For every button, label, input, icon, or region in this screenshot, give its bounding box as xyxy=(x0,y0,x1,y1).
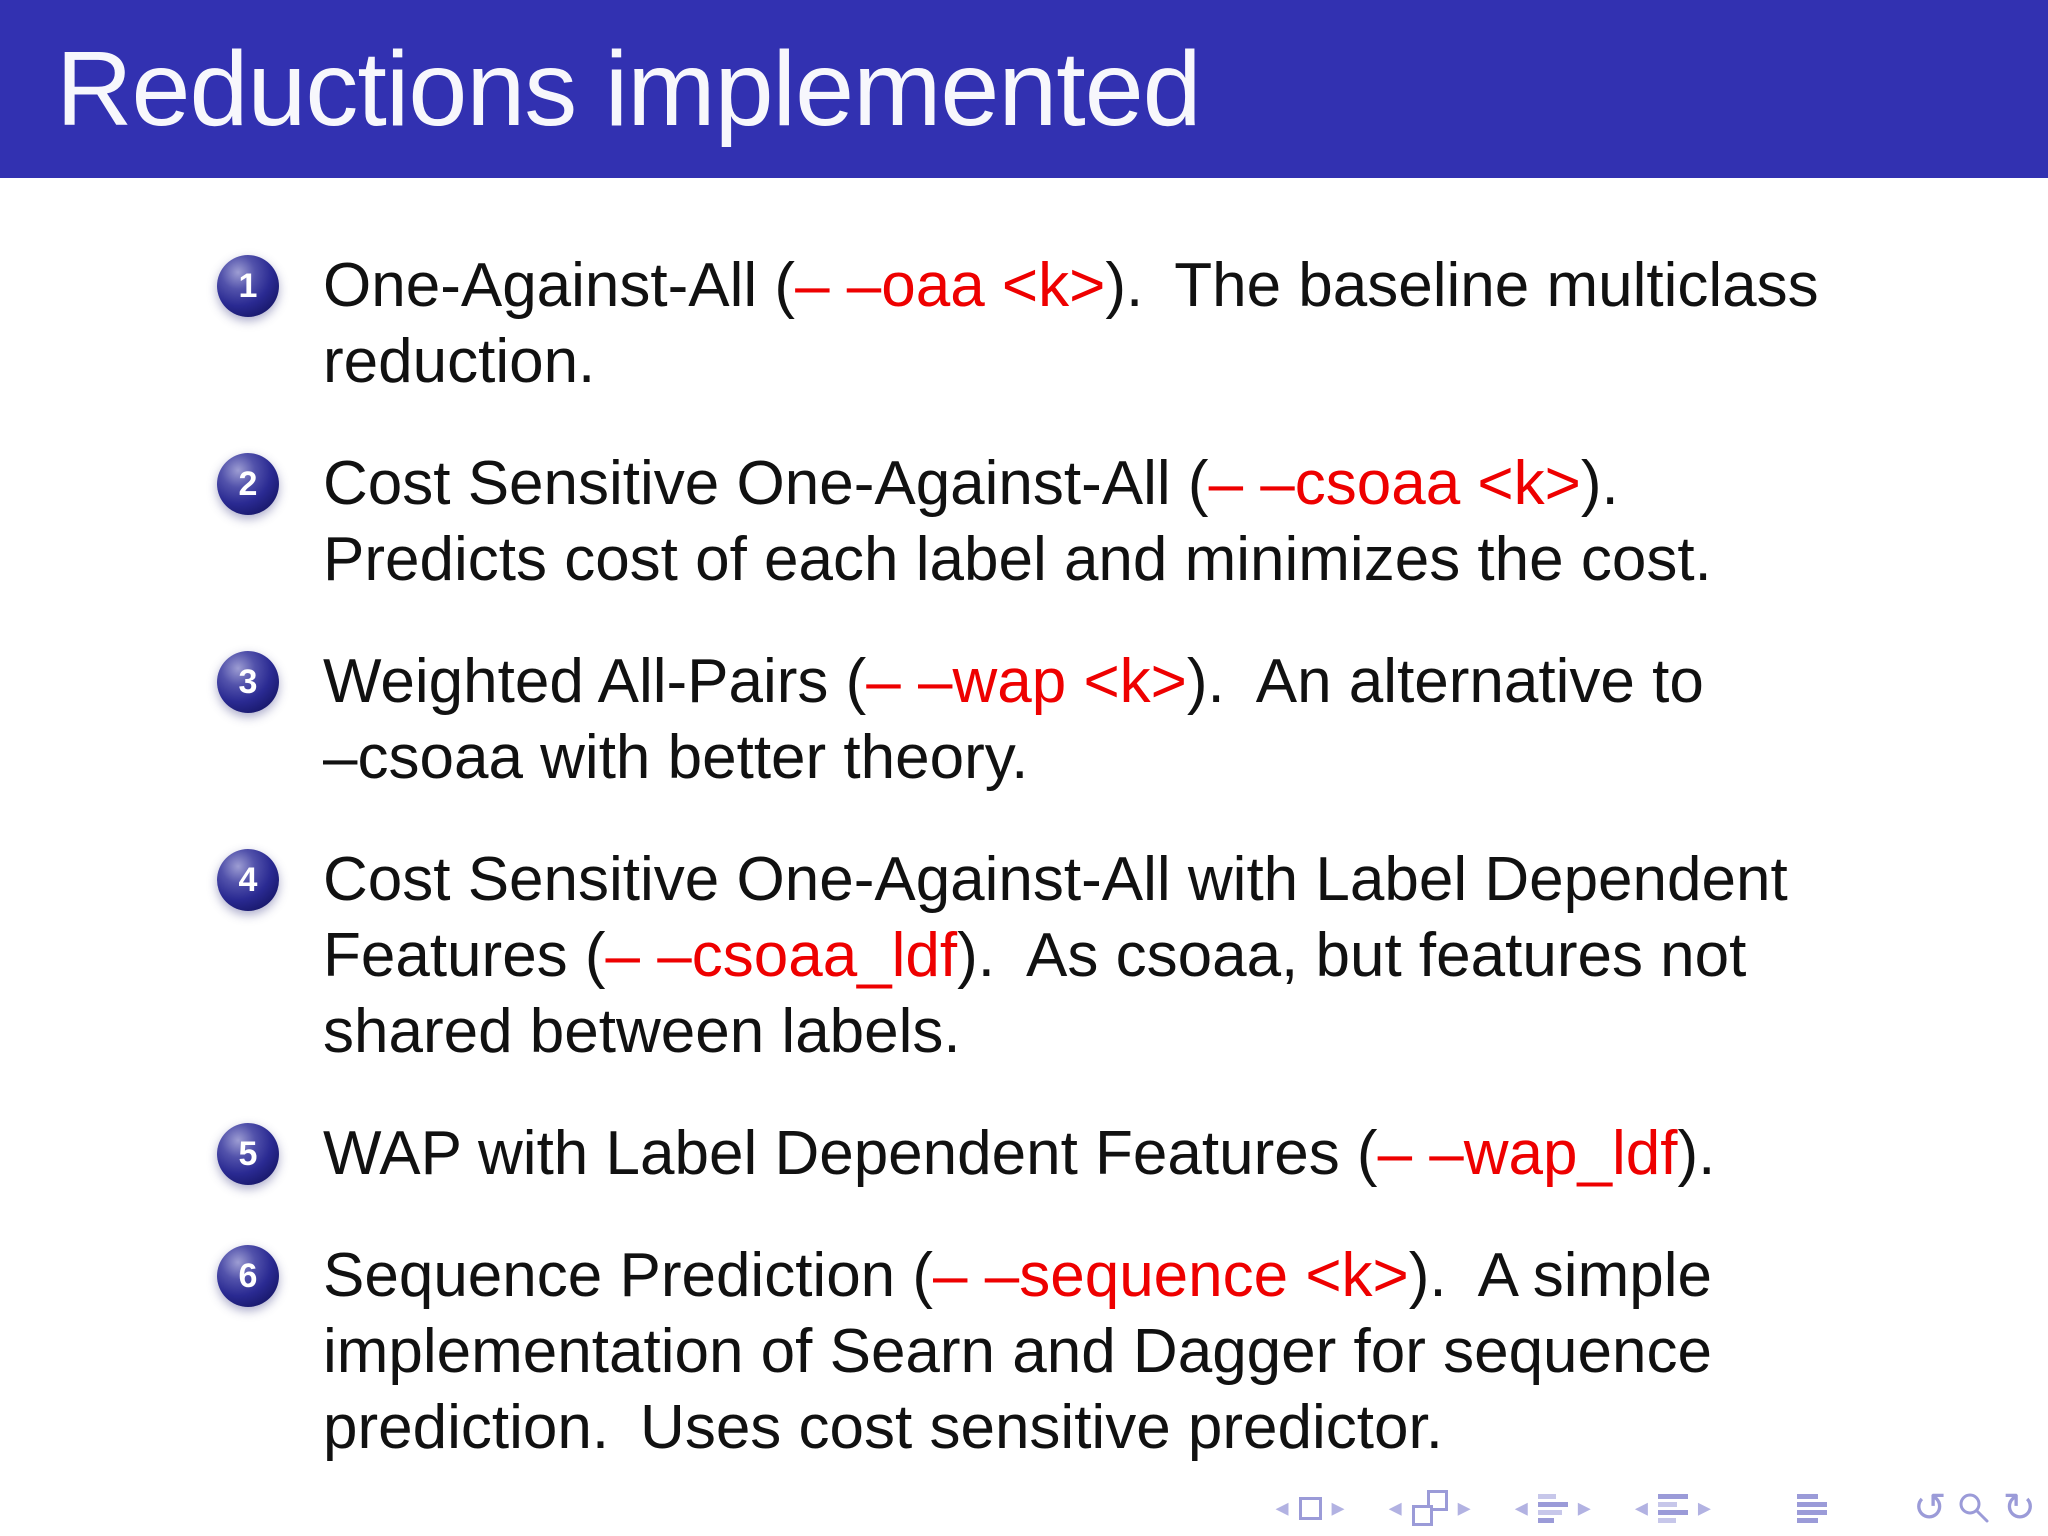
text-line: Sequence Prediction (– –sequence <k>). A… xyxy=(323,1238,1712,1314)
text-line: Weighted All-Pairs (– –wap <k>). An alte… xyxy=(323,644,1704,720)
body-text: ). A simple xyxy=(1408,1241,1712,1310)
front-page-square xyxy=(1411,1505,1433,1526)
list-bar xyxy=(1537,1493,1556,1499)
item-text: WAP with Label Dependent Features (– –wa… xyxy=(323,1116,1715,1192)
nav-doc-list-icon[interactable] xyxy=(1796,1490,1827,1526)
text-line: Features (– –csoaa_ldf). As csoaa, but f… xyxy=(323,918,1788,994)
body-text: One-Against-All ( xyxy=(323,251,796,320)
nav-group-4: ◂▸ xyxy=(1635,1490,1711,1526)
item-text: One-Against-All (– –oaa <k>). The baseli… xyxy=(323,248,1819,400)
list-bar xyxy=(1796,1517,1818,1523)
list-item-4: 4 Cost Sensitive One-Against-All with Lab… xyxy=(217,842,2018,1070)
body-text: implementation of Searn and Dagger for s… xyxy=(323,1317,1712,1386)
nav-frame-icon[interactable] xyxy=(1298,1496,1322,1520)
list-item-5: 5 WAP with Label Dependent Features (– –w… xyxy=(217,1116,2018,1192)
list-item-3: 3 Weighted All-Pairs (– –wap <k>). An alt… xyxy=(217,644,2018,796)
nav-tri-right-icon[interactable]: ▸ xyxy=(1577,1493,1591,1523)
text-line: shared between labels. xyxy=(323,994,1788,1070)
text-line: One-Against-All (– –oaa <k>). The baseli… xyxy=(323,248,1819,324)
nav-tri-left-icon[interactable]: ◂ xyxy=(1388,1493,1402,1523)
alert-command-text: – –sequence <k> xyxy=(933,1241,1409,1310)
nav-tri-left-icon[interactable]: ◂ xyxy=(1514,1493,1528,1523)
body-text: Cost Sensitive One-Against-All with Labe… xyxy=(323,845,1788,914)
list-bar xyxy=(1657,1493,1688,1499)
body-text: ). xyxy=(1677,1119,1716,1188)
body-text: shared between labels. xyxy=(323,997,961,1066)
text-line: prediction. Uses cost sensitive predicto… xyxy=(323,1390,1712,1466)
nav-frames-icon[interactable] xyxy=(1411,1490,1448,1526)
list-bar xyxy=(1796,1493,1818,1499)
item-number-ball: 5 xyxy=(217,1123,279,1185)
nav-section-list-icon[interactable] xyxy=(1537,1490,1568,1526)
list-item-2: 2 Cost Sensitive One-Against-All (– –csoa… xyxy=(217,446,2018,598)
item-text: Cost Sensitive One-Against-All (– –csoaa… xyxy=(323,446,1712,598)
nav-tri-right-icon[interactable]: ▸ xyxy=(1331,1493,1345,1523)
text-line: Cost Sensitive One-Against-All with Labe… xyxy=(323,842,1788,918)
alert-command-text: – –oaa <k> xyxy=(795,251,1106,320)
item-text: Sequence Prediction (– –sequence <k>). A… xyxy=(323,1238,1712,1466)
nav-forward-icon[interactable]: ↻ xyxy=(2002,1485,2036,1531)
list-bar xyxy=(1796,1509,1827,1515)
text-line: implementation of Searn and Dagger for s… xyxy=(323,1314,1712,1390)
body-text: Sequence Prediction ( xyxy=(323,1241,934,1310)
item-text: Cost Sensitive One-Against-All with Labe… xyxy=(323,842,1788,1070)
nav-tri-left-icon[interactable]: ◂ xyxy=(1634,1493,1648,1523)
item-text: Weighted All-Pairs (– –wap <k>). An alte… xyxy=(323,644,1704,796)
nav-subsection-list-icon[interactable] xyxy=(1657,1490,1688,1526)
text-line: –csoaa with better theory. xyxy=(323,720,1704,796)
nav-group-5 xyxy=(1796,1490,1827,1526)
reduction-list: 1 One-Against-All (– –oaa <k>). The basel… xyxy=(217,248,2018,1466)
nav-back-icon[interactable]: ↺ xyxy=(1912,1485,1947,1531)
item-number-ball: 6 xyxy=(217,1245,279,1307)
list-bar xyxy=(1657,1517,1676,1523)
nav-tri-left-icon[interactable]: ◂ xyxy=(1275,1493,1289,1523)
alert-command-text: – –wap_ldf xyxy=(1377,1119,1678,1188)
body-text: –csoaa with better theory. xyxy=(323,723,1029,792)
text-line: Cost Sensitive One-Against-All (– –csoaa… xyxy=(323,446,1712,522)
body-text: WAP with Label Dependent Features ( xyxy=(323,1119,1378,1188)
list-bar xyxy=(1537,1509,1562,1515)
list-bar xyxy=(1537,1501,1568,1507)
nav-group-6: ↺↻ xyxy=(1913,1488,2036,1528)
alert-command-text: – –wap <k> xyxy=(866,647,1187,716)
beamer-navigation-bar: ◂▸◂▸◂▸◂▸↺↻ xyxy=(1275,1486,2036,1530)
nav-search-icon[interactable] xyxy=(1956,1490,1992,1526)
body-text: prediction. Uses cost sensitive predicto… xyxy=(323,1393,1443,1462)
nav-tri-right-icon[interactable]: ▸ xyxy=(1697,1493,1711,1523)
nav-tri-right-icon[interactable]: ▸ xyxy=(1457,1493,1471,1523)
list-bar xyxy=(1537,1517,1555,1523)
alert-command-text: – –csoaa <k> xyxy=(1208,449,1581,518)
list-bar xyxy=(1796,1501,1827,1507)
list-item-1: 1 One-Against-All (– –oaa <k>). The basel… xyxy=(217,248,2018,400)
body-text: Weighted All-Pairs ( xyxy=(323,647,867,716)
alert-command-text: – –csoaa_ldf xyxy=(605,921,958,990)
text-line: Predicts cost of each label and minimize… xyxy=(323,522,1712,598)
list-bar xyxy=(1657,1509,1688,1515)
list-bar xyxy=(1657,1501,1678,1507)
body-text: ). The baseline multiclass xyxy=(1105,251,1819,320)
text-line: reduction. xyxy=(323,324,1819,400)
list-item-6: 6 Sequence Prediction (– –sequence <k>). … xyxy=(217,1238,2018,1466)
item-number-ball: 2 xyxy=(217,453,279,515)
body-text: ). xyxy=(1580,449,1619,518)
nav-group-2: ◂▸ xyxy=(1389,1490,1471,1526)
body-text: Cost Sensitive One-Against-All ( xyxy=(323,449,1209,518)
item-number-ball: 3 xyxy=(217,651,279,713)
body-text: reduction. xyxy=(323,327,596,396)
text-line: WAP with Label Dependent Features (– –wa… xyxy=(323,1116,1715,1192)
body-text: ). As csoaa, but features not xyxy=(957,921,1747,990)
slide-title-bar: Reductions implemented xyxy=(0,0,2048,178)
nav-group-3: ◂▸ xyxy=(1515,1490,1591,1526)
body-text: Predicts cost of each label and minimize… xyxy=(323,525,1712,594)
body-text: Features ( xyxy=(323,921,606,990)
item-number-ball: 4 xyxy=(217,849,279,911)
slide-body: 1 One-Against-All (– –oaa <k>). The basel… xyxy=(0,178,2048,1466)
body-text: ). An alternative to xyxy=(1186,647,1704,716)
item-number-ball: 1 xyxy=(217,255,279,317)
nav-group-1: ◂▸ xyxy=(1275,1495,1344,1521)
slide-title: Reductions implemented xyxy=(56,29,1202,148)
